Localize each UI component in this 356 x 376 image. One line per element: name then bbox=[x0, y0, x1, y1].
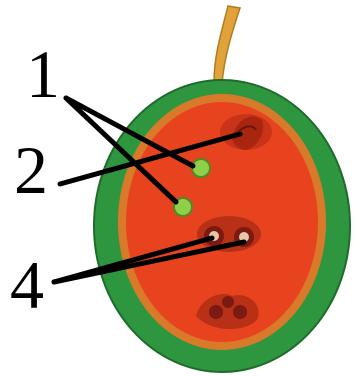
label-1: 1 bbox=[26, 36, 60, 112]
label-2: 2 bbox=[14, 132, 48, 208]
funiculus bbox=[214, 6, 240, 84]
egg-apparatus bbox=[220, 114, 272, 150]
polar-nucleus-upper bbox=[192, 159, 210, 177]
label-4: 4 bbox=[10, 247, 44, 323]
